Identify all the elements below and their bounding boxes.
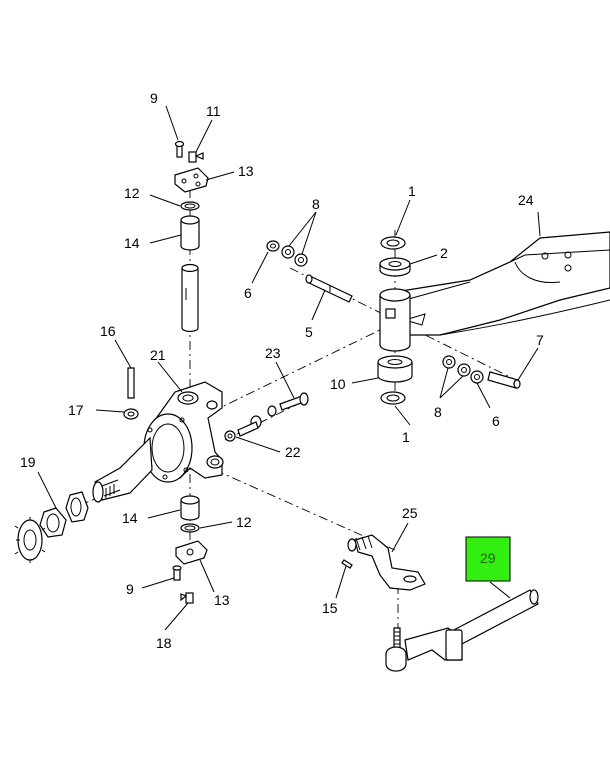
cotter-and-nut [123,367,139,420]
draw-key-left-hardware [266,240,353,303]
callout-8-bottom: 8 [434,404,442,420]
callout-7: 7 [536,332,544,348]
leader-lines [37,105,541,631]
callout-5: 5 [305,324,313,340]
callout-12-bottom: 12 [236,514,252,530]
steering-arm [341,534,426,591]
washers-right [377,236,413,405]
callout-9-bottom: 9 [126,581,134,597]
upper-kingpin-stack [174,140,209,333]
highlight-box[interactable] [465,536,511,582]
highlighted-part-callout[interactable]: 29 [465,536,511,582]
callout-17: 17 [68,402,84,418]
callout-6-right: 6 [492,413,500,429]
callout-1-top: 1 [408,183,416,199]
callout-16: 16 [100,323,116,339]
tie-rod [385,589,539,672]
callout-9-top: 9 [150,90,158,106]
callout-10: 10 [330,376,346,392]
callout-24: 24 [518,192,534,208]
callout-12-top: 12 [124,185,140,201]
callout-2: 2 [440,245,448,261]
callout-23: 23 [265,345,281,361]
callout-18: 18 [156,635,172,651]
lower-kingpin-stack [172,495,208,604]
callout-14-bottom: 14 [122,510,138,526]
callout-14-top: 14 [124,235,140,251]
callout-19: 19 [20,454,36,470]
callout-8-top: 8 [312,196,320,212]
callout-21: 21 [150,347,166,363]
king-pin-boss [379,288,411,352]
callout-22: 22 [285,444,301,460]
callout-6-left: 6 [244,285,252,301]
draw-key-right-hardware [442,355,521,389]
callout-13-top: 13 [238,163,254,179]
spindle-nut-group [14,491,89,563]
callout-13-bottom: 13 [214,592,230,608]
callout-11: 11 [206,103,221,119]
steering-knuckle [92,381,224,503]
axle-beam [394,231,610,336]
callout-25: 25 [402,505,418,521]
callout-labels: 1 2 1 10 5 6 8 8 6 7 24 9 11 13 12 14 16… [20,90,544,651]
callout-29: 29 [480,550,496,566]
callout-1-bottom: 1 [402,429,410,445]
stop-bolt-group [224,392,309,442]
callout-15: 15 [322,600,338,616]
